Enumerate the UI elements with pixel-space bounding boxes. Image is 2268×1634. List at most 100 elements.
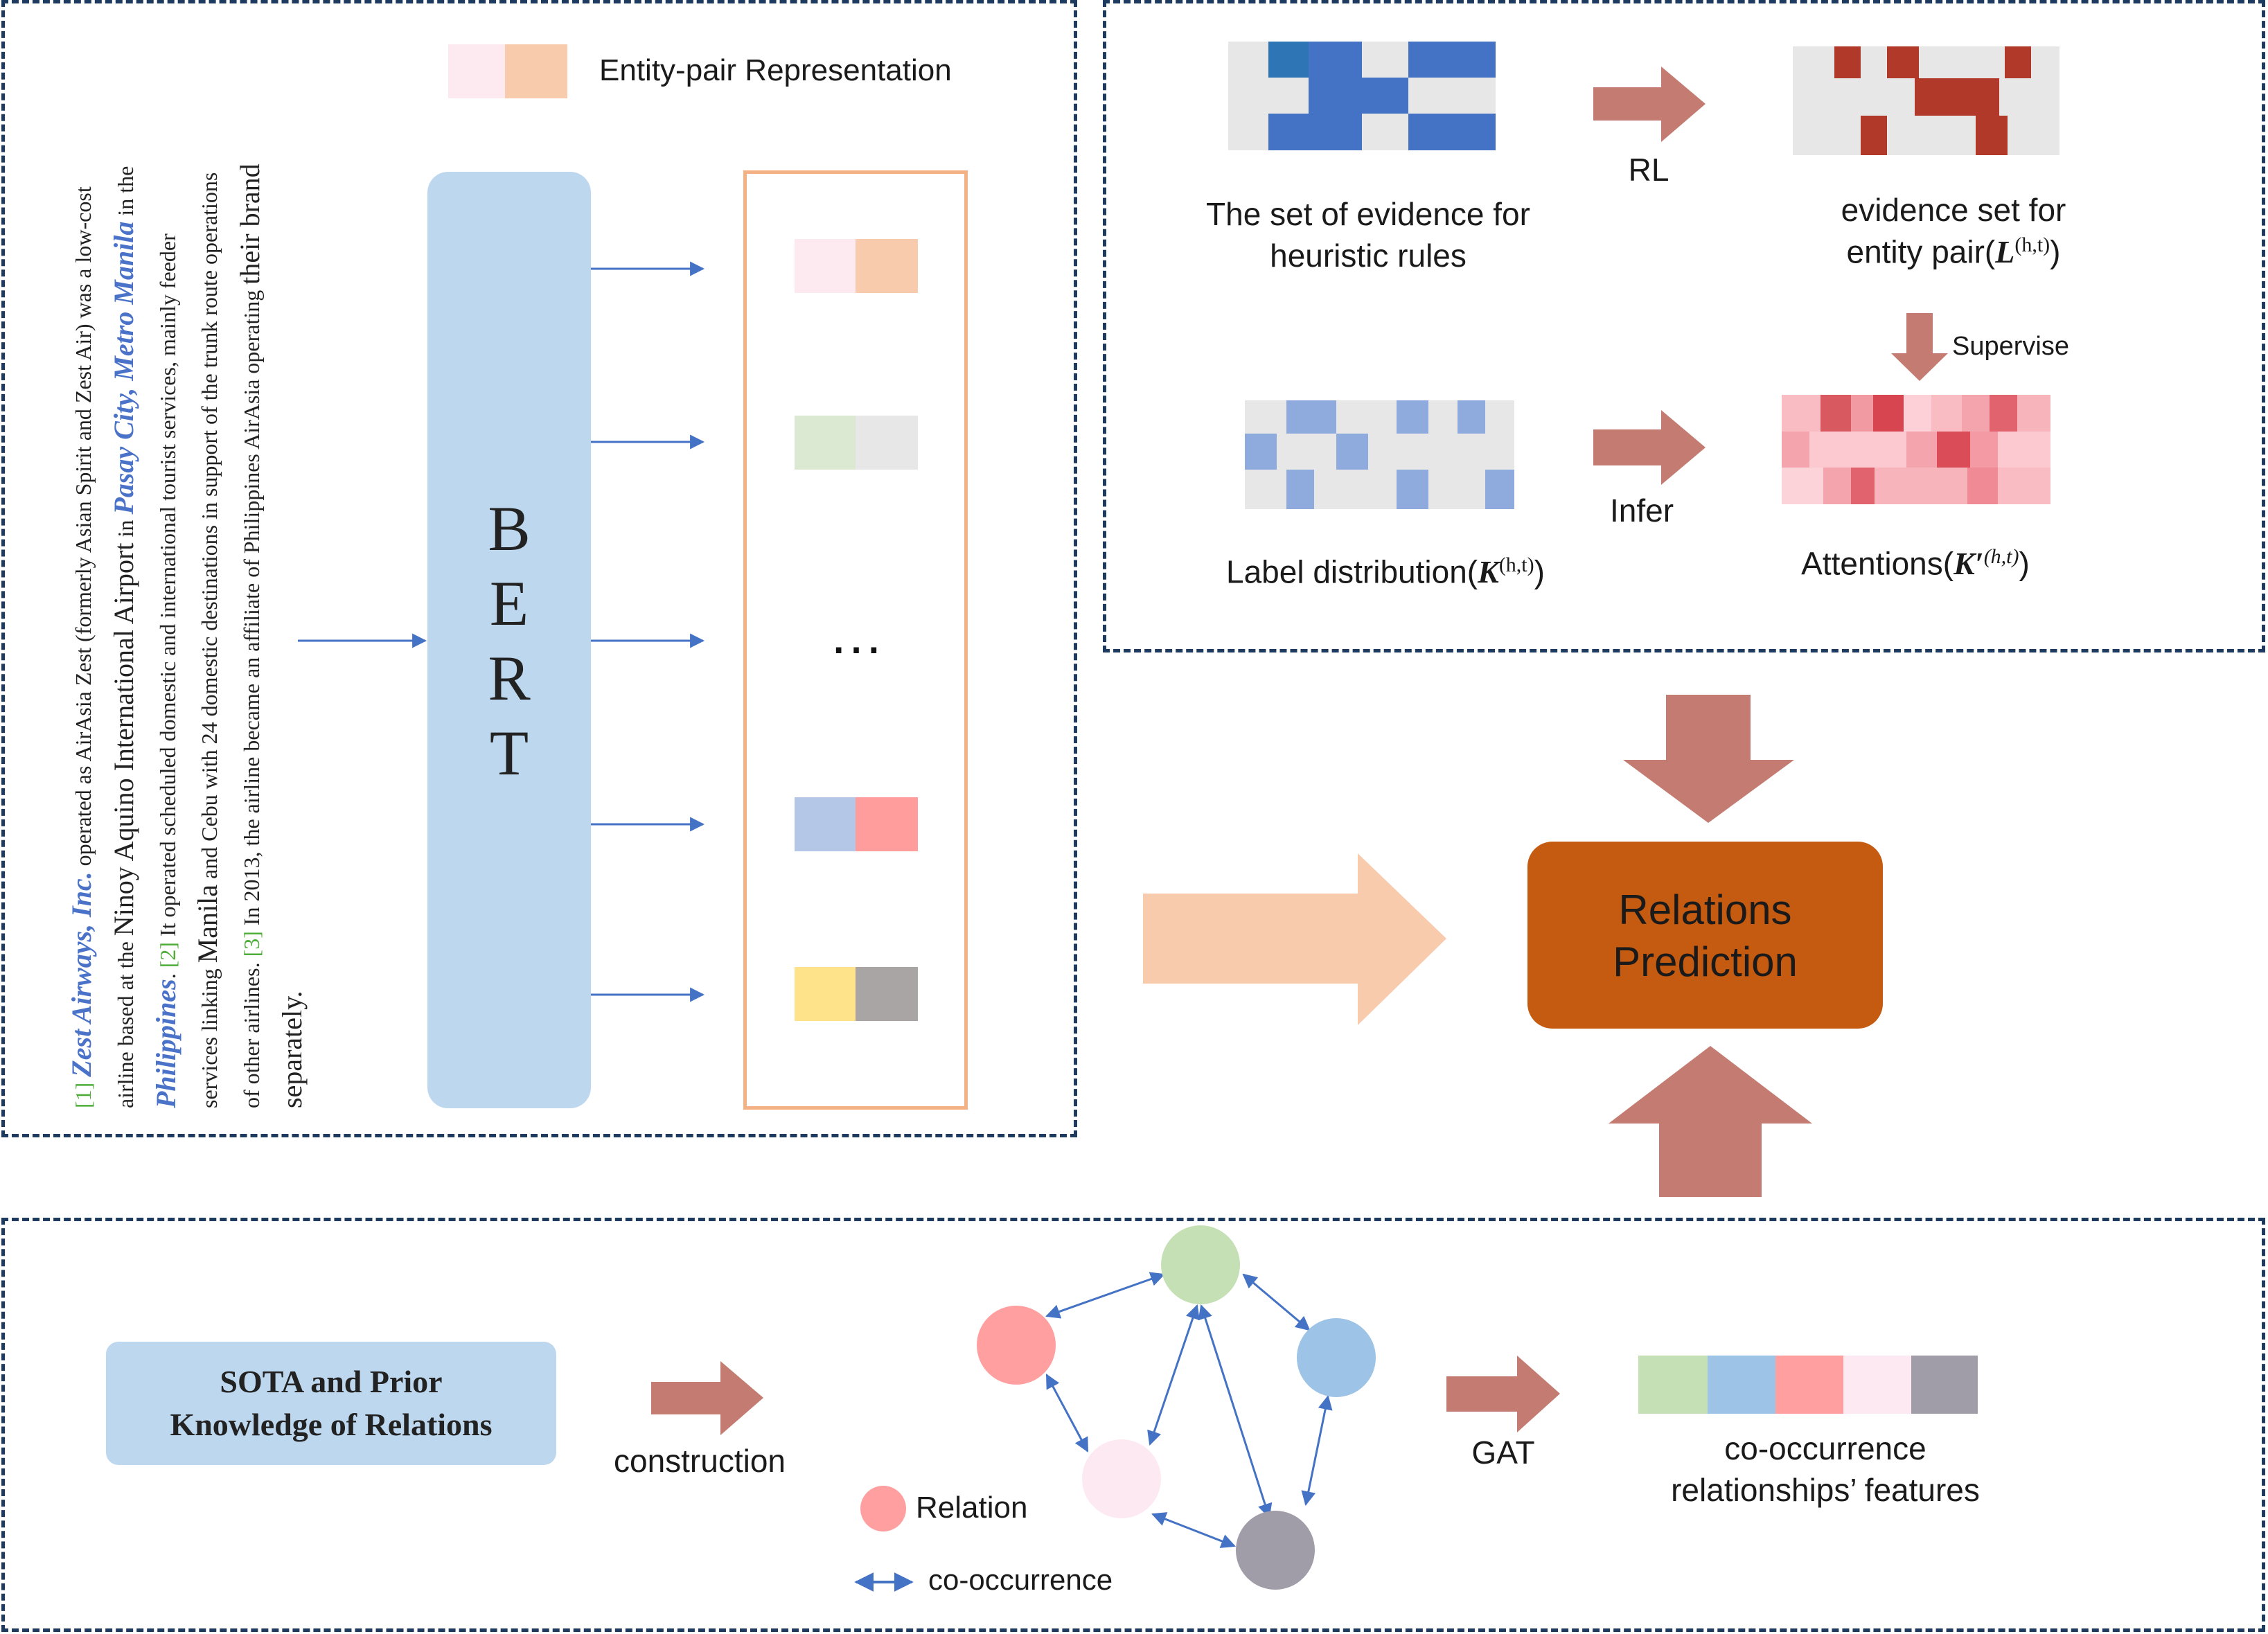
heuristic-label-line-2: heuristic rules: [1270, 238, 1467, 274]
grid-cell: [1906, 432, 1937, 468]
grid-cell: [1408, 114, 1496, 150]
relation-node-green: [1161, 1225, 1240, 1304]
feature-cell-blue: [1708, 1356, 1775, 1414]
graph-edge: [1151, 1512, 1236, 1548]
construction-arrow: [651, 1361, 763, 1435]
supervise-label: Supervise: [1952, 332, 2069, 361]
graph-panel: [1, 1218, 2265, 1632]
grid-cell: [1363, 78, 1408, 114]
features-label-line-2: relationships’ features: [1671, 1472, 1980, 1508]
entity-pair-4-tail: [856, 967, 918, 1021]
evidence-to-prediction-arrow: [1623, 695, 1794, 823]
entity-pair-legend-label: Entity-pair Representation: [599, 53, 952, 87]
grid-cell: [1998, 468, 2050, 504]
grid-cell: [1962, 395, 1990, 432]
grid-cell: [1408, 78, 1496, 114]
entity-representation-box: [743, 170, 968, 1110]
features-label-line-1: co-occurrence: [1724, 1430, 1926, 1466]
grid-cell: [1970, 432, 1998, 468]
grid-cell: [1861, 116, 1887, 155]
entity-list-ellipsis: …: [829, 603, 884, 665]
infer-label: Infer: [1609, 492, 1674, 529]
grid-cell: [2005, 46, 2031, 78]
grid-cell: [1782, 432, 1809, 468]
feature-cell-red: [1775, 1356, 1843, 1414]
encoder-to-prediction-arrow: [1143, 853, 1446, 1025]
grid-cell: [1809, 432, 1906, 468]
entity-pair-legend-swatch-2: [505, 44, 567, 98]
bert-letter-r: R: [488, 643, 531, 713]
entity-evidence-grid: [1793, 46, 2059, 155]
grid-cell: [1245, 434, 1277, 470]
heuristic-evidence-grid: [1228, 42, 1496, 150]
graph-to-prediction-arrow: [1609, 1046, 1812, 1197]
grid-cell: [1336, 434, 1368, 470]
relation-legend-node: [860, 1486, 906, 1531]
grid-cell: [1268, 114, 1362, 150]
grid-cell: [1905, 468, 1967, 504]
grid-cell: [1873, 395, 1904, 432]
feature-cell-pink: [1843, 1356, 1911, 1414]
prediction-label-line-1: Relations: [1618, 887, 1792, 933]
attention-heatmap: [1782, 395, 2050, 504]
grid-cell: [1834, 46, 1861, 78]
sota-label-line-2: Knowledge of Relations: [170, 1407, 493, 1442]
grid-cell: [1286, 470, 1314, 509]
grid-cell: [1397, 400, 1428, 434]
entity-pair-4-head: [795, 967, 856, 1021]
grid-cell: [1976, 116, 2008, 155]
feature-cell-gray: [1911, 1356, 1978, 1414]
rl-arrow: [1593, 66, 1706, 142]
sota-label-line-1: SOTA and Prior: [220, 1364, 443, 1399]
gat-label: GAT: [1471, 1435, 1535, 1471]
bert-letter-b: B: [488, 493, 531, 564]
grid-cell: [1851, 395, 1873, 432]
grid-cell: [1309, 42, 1362, 78]
evidence-label-line-1: evidence set for: [1841, 192, 2066, 228]
prediction-label-line-2: Prediction: [1613, 939, 1798, 985]
heuristic-label-line-1: The set of evidence for: [1206, 196, 1530, 232]
entity-pair-3-head: [795, 797, 856, 851]
evidence-label-line-2: entity pair(L(h,t)): [1846, 233, 2061, 270]
entity-pair-1-head: [795, 239, 856, 293]
grid-cell: [1397, 470, 1428, 509]
grid-cell: [1937, 432, 1970, 468]
graph-edge: [1045, 1374, 1089, 1453]
entity-pair-3-tail: [856, 797, 918, 851]
grid-cell: [1990, 395, 2017, 432]
cooccurrence-legend-label: co-occurrence: [928, 1563, 1113, 1596]
grid-cell: [2017, 395, 2050, 432]
infer-arrow: [1593, 410, 1706, 485]
grid-cell: [1820, 395, 1851, 432]
grid-cell: [1915, 78, 1999, 116]
text-encoder-panel: [1, 0, 1077, 1137]
graph-edge: [1147, 1304, 1200, 1446]
bert-letter-t: T: [489, 718, 529, 788]
grid-cell: [1931, 395, 1962, 432]
grid-cell: [1485, 470, 1514, 509]
bert-letter-e: E: [489, 568, 529, 639]
graph-edge: [1301, 1394, 1333, 1507]
entity-pair-legend-swatch: [448, 44, 505, 98]
grid-cell: [1782, 468, 1823, 504]
grid-cell: [1967, 468, 1998, 504]
entity-pair-1-tail: [856, 239, 918, 293]
evidence-panel: [1103, 0, 2265, 652]
relation-node-gray: [1236, 1511, 1315, 1590]
graph-edge: [1045, 1272, 1165, 1319]
attention-label: Attentions(K′(h,t)): [1801, 545, 2030, 582]
entity-pair-2-tail: [856, 416, 918, 470]
feature-cell-green: [1638, 1356, 1708, 1414]
grid-cell: [1904, 395, 1931, 432]
grid-cell: [1851, 468, 1875, 504]
gat-arrow: [1446, 1356, 1560, 1432]
relations-prediction-box: [1527, 842, 1883, 1029]
label-distribution-grid: [1245, 400, 1514, 509]
grid-cell: [1268, 42, 1309, 78]
relation-node-pink: [1082, 1439, 1161, 1518]
label-distribution-label: Label distribution(K(h,t)): [1226, 553, 1545, 590]
graph-edge: [1198, 1304, 1273, 1518]
grid-cell: [1782, 395, 1820, 432]
relation-node-red: [977, 1306, 1056, 1385]
bert-encoder: [427, 172, 591, 1108]
